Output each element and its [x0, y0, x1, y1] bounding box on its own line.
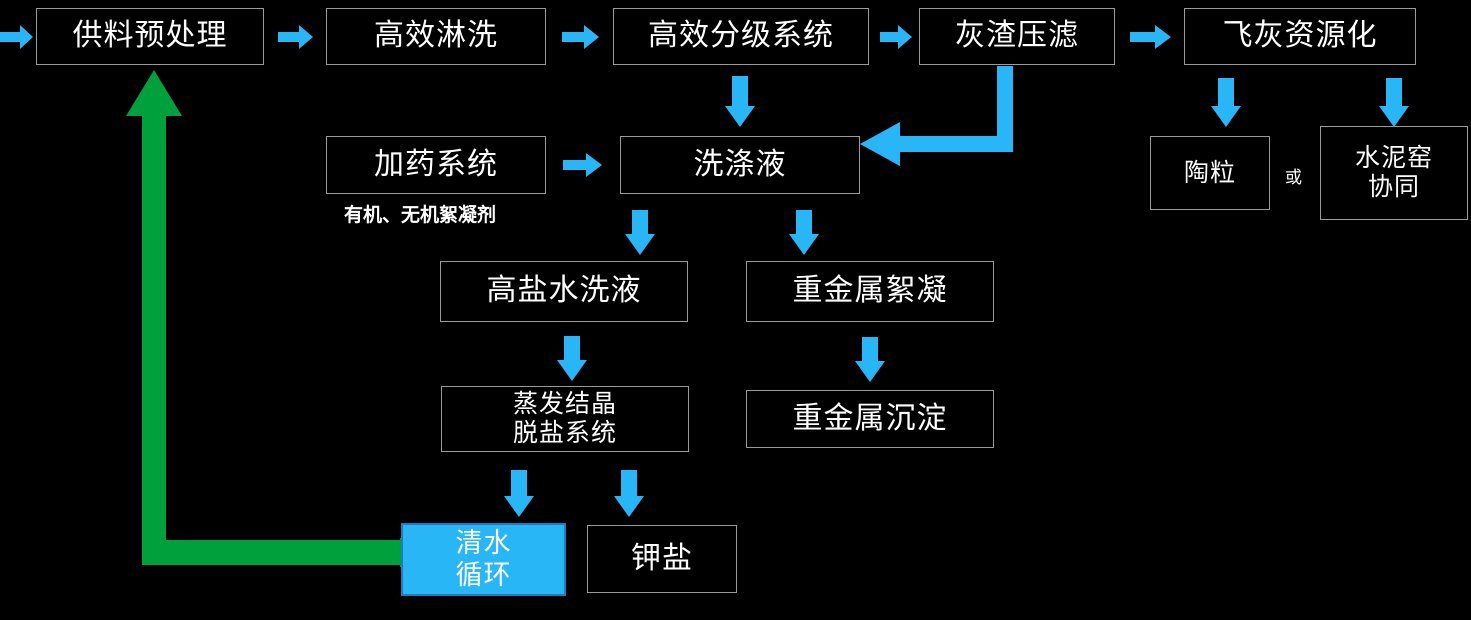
node-label: 钾盐	[631, 540, 693, 576]
node-high-efficiency-washing[interactable]: 高效淋洗	[326, 8, 546, 65]
arrow-resource-to-cement	[1378, 78, 1410, 128]
arrow-press-to-liquid	[860, 66, 1045, 176]
arrow-feed-to-wash	[278, 24, 314, 50]
node-cement-kiln-cooperation[interactable]: 水泥窑 协同	[1320, 126, 1468, 220]
node-washing-liquid[interactable]: 洗涤液	[620, 136, 860, 194]
node-label: 清水 循环	[455, 528, 512, 591]
node-label: 高盐水洗液	[486, 273, 642, 309]
node-label: 供料预处理	[72, 18, 228, 54]
node-feed-pretreatment[interactable]: 供料预处理	[36, 8, 264, 65]
node-label: 高效淋洗	[374, 18, 498, 54]
arrow-liquid-to-highsalt	[624, 210, 656, 256]
arrow-floc-to-precip	[854, 337, 886, 383]
arrow-evap-to-cleanwater	[503, 470, 535, 518]
or-label: 或	[1285, 168, 1302, 188]
node-heavy-metal-flocculation[interactable]: 重金属絮凝	[746, 261, 994, 322]
arrow-highsalt-to-evap	[556, 336, 588, 382]
arrow-evap-to-potassium	[613, 470, 645, 518]
arrow-wash-to-classify	[562, 24, 600, 50]
node-heavy-metal-precipitation[interactable]: 重金属沉淀	[746, 390, 994, 448]
node-fly-ash-resource-utilization[interactable]: 飞灰资源化	[1184, 8, 1416, 65]
node-label: 水泥窑 协同	[1354, 143, 1433, 201]
node-label: 重金属沉淀	[792, 400, 948, 436]
flocculant-note-label: 有机、无机絮凝剂	[344, 204, 497, 226]
node-ceramsite[interactable]: 陶粒	[1150, 136, 1270, 210]
node-potassium-salt[interactable]: 钾盐	[587, 525, 737, 593]
node-ash-filter-press[interactable]: 灰渣压滤	[919, 8, 1115, 65]
node-dosing-system[interactable]: 加药系统	[326, 136, 546, 194]
node-label: 陶粒	[1183, 157, 1236, 187]
arrow-dosing-to-liquid	[563, 152, 603, 178]
node-label: 飞灰资源化	[1222, 18, 1378, 54]
node-label: 重金属絮凝	[792, 273, 948, 309]
node-label: 加药系统	[374, 146, 498, 182]
node-label: 高效分级系统	[648, 18, 834, 54]
node-evaporation-crystallization-desalination[interactable]: 蒸发结晶 脱盐系统	[441, 386, 689, 452]
arrow-classify-down	[724, 76, 756, 128]
arrow-resource-to-ceramsite	[1210, 78, 1242, 128]
node-label: 洗涤液	[693, 146, 787, 182]
arrow-liquid-to-floc	[788, 210, 820, 256]
node-clean-water-recycle[interactable]: 清水 循环	[401, 523, 566, 596]
node-label: 蒸发结晶 脱盐系统	[512, 389, 617, 447]
arrow-classify-to-press	[880, 24, 913, 50]
node-label: 灰渣压滤	[955, 18, 1079, 54]
arrow-into-feed	[0, 24, 34, 50]
arrow-press-to-resource	[1130, 24, 1172, 50]
node-classification-system[interactable]: 高效分级系统	[613, 8, 869, 65]
node-high-salinity-wash-water[interactable]: 高盐水洗液	[440, 261, 688, 322]
